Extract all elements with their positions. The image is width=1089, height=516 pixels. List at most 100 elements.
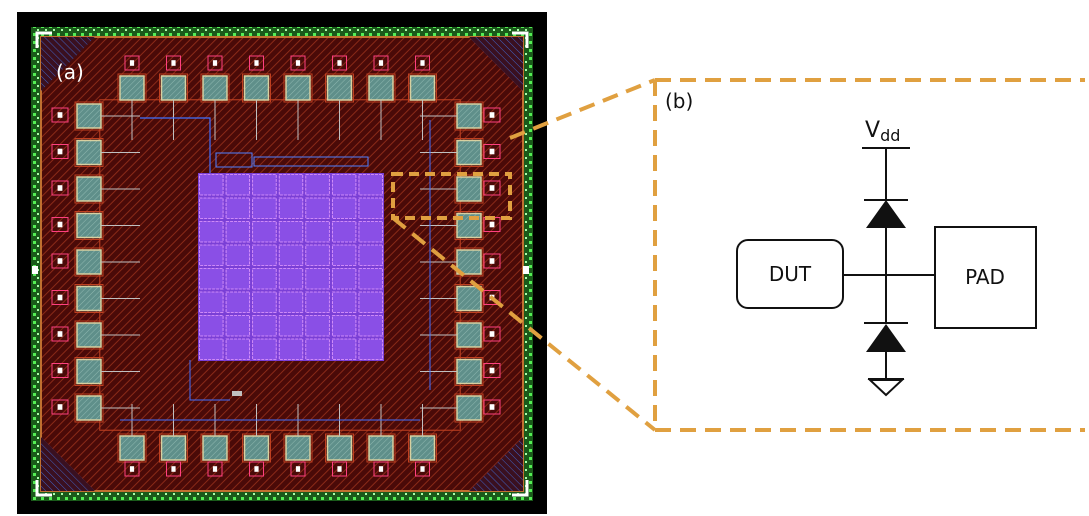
array-cell <box>331 338 357 360</box>
io-pad <box>74 357 104 386</box>
esd-cell <box>51 399 69 415</box>
array-cell <box>358 291 383 313</box>
array-cell <box>358 197 383 219</box>
array-cell <box>331 197 357 219</box>
corner-block <box>469 37 523 91</box>
array-cell <box>225 197 251 219</box>
array-cell <box>331 174 357 196</box>
io-pad <box>74 211 104 240</box>
array-cell <box>358 174 383 196</box>
diode-icon <box>864 322 908 352</box>
io-pad <box>159 73 188 103</box>
array-cell <box>331 244 357 266</box>
array-cell <box>331 268 357 290</box>
array-cell <box>278 338 304 360</box>
array-cell <box>305 291 330 313</box>
array-cell <box>225 338 251 360</box>
array-cell <box>358 315 383 337</box>
array-cell <box>278 315 304 337</box>
io-pad <box>117 73 147 103</box>
array-cell <box>199 244 224 266</box>
array-cell <box>252 197 277 219</box>
array-cell <box>358 338 383 360</box>
array-cell <box>252 291 277 313</box>
esd-cell <box>166 55 181 71</box>
dut-box <box>736 239 844 309</box>
io-pad <box>325 73 354 103</box>
io-pad <box>454 138 484 167</box>
io-pad <box>74 174 104 204</box>
esd-cell <box>373 461 389 477</box>
array-cell <box>331 291 357 313</box>
pad-box <box>934 226 1037 329</box>
array-cell <box>278 291 304 313</box>
diode-icon <box>864 199 908 228</box>
array-cell <box>305 244 330 266</box>
io-pad <box>454 320 484 350</box>
array-cell <box>305 338 330 360</box>
esd-cell <box>483 363 501 378</box>
pad-label: PAD <box>965 265 1005 289</box>
esd-cell <box>415 461 430 477</box>
corner-block <box>41 37 95 91</box>
array-cell <box>305 197 330 219</box>
array-cell <box>199 174 224 196</box>
io-pad <box>454 247 484 277</box>
array-cell <box>358 221 383 243</box>
io-pads <box>51 55 501 477</box>
esd-cell <box>51 180 69 196</box>
esd-cell <box>332 461 347 477</box>
core-array <box>198 173 384 361</box>
esd-cell <box>290 461 306 477</box>
alignment-marks <box>35 31 529 497</box>
esd-cell <box>51 107 69 123</box>
array-cell <box>199 268 224 290</box>
array-cell <box>278 174 304 196</box>
array-cell <box>199 221 224 243</box>
esd-cell <box>249 55 264 71</box>
array-cell <box>225 315 251 337</box>
esd-cell <box>207 55 223 71</box>
logo-block <box>215 152 253 168</box>
io-pad <box>408 73 437 103</box>
io-pad <box>366 73 396 103</box>
side-mark <box>32 266 38 274</box>
esd-cell <box>483 180 501 196</box>
io-pad <box>117 433 147 463</box>
io-pad <box>366 433 396 463</box>
chip-layout-panel: (a) <box>17 12 547 514</box>
esd-cell <box>415 55 430 71</box>
array-cell <box>252 338 277 360</box>
array-cell <box>225 174 251 196</box>
panel-a-label: (a) <box>56 60 84 84</box>
array-cell <box>305 174 330 196</box>
io-pad <box>454 174 484 204</box>
array-cell <box>252 268 277 290</box>
esd-cell <box>483 144 501 159</box>
esd-cell <box>51 326 69 342</box>
esd-cell <box>51 290 69 305</box>
esd-cell <box>483 253 501 269</box>
array-cell <box>225 268 251 290</box>
panel-b-label: (b) <box>665 89 693 113</box>
dut-label: DUT <box>769 262 812 286</box>
schematic-wires <box>843 147 935 378</box>
io-pad <box>283 73 313 103</box>
io-pad <box>325 433 354 463</box>
esd-cell <box>290 55 306 71</box>
io-pad <box>74 247 104 277</box>
io-pad <box>454 211 484 240</box>
io-pad <box>159 433 188 463</box>
esd-cell <box>483 107 501 123</box>
io-pad <box>454 101 484 131</box>
array-cell <box>252 174 277 196</box>
esd-cell <box>51 363 69 378</box>
array-cell <box>199 338 224 360</box>
esd-cell <box>166 461 181 477</box>
io-pad <box>74 284 104 313</box>
ground-icon <box>867 378 905 397</box>
array-cell <box>358 244 383 266</box>
vdd-label: Vdd <box>865 118 900 145</box>
io-pad <box>200 73 230 103</box>
